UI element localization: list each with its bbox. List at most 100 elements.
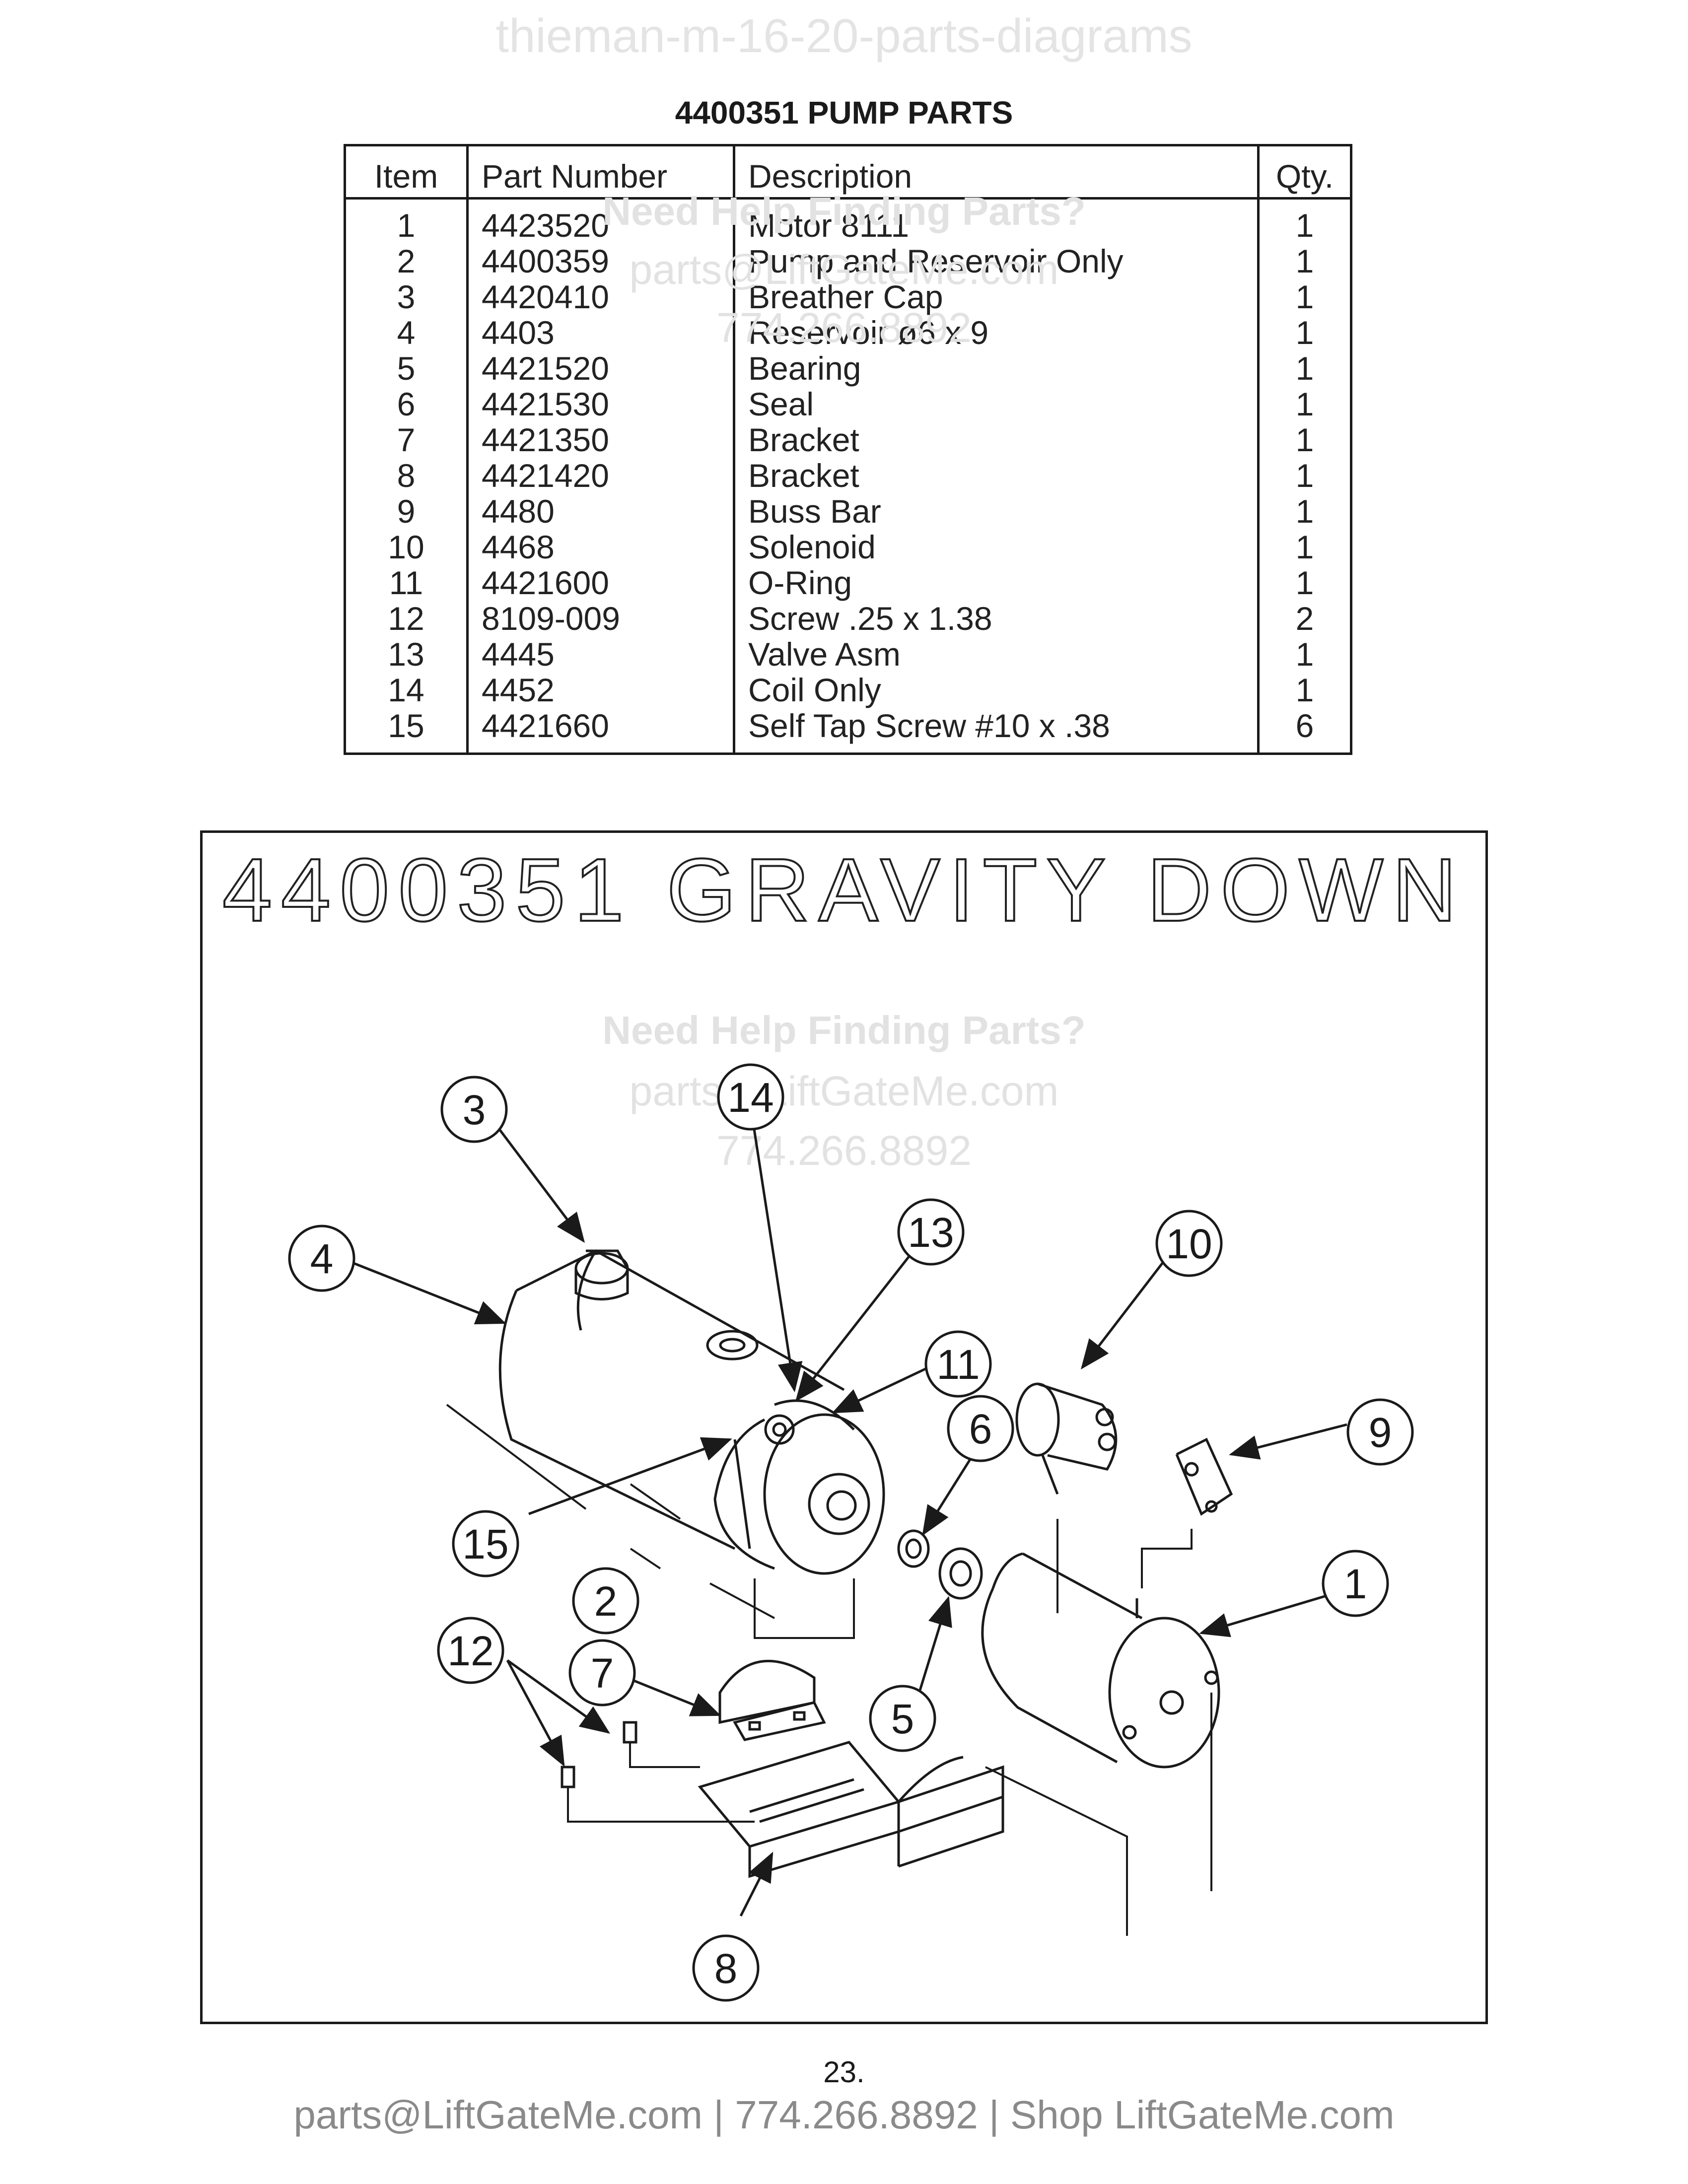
screw-parts	[561, 1721, 637, 1788]
cell-description: Reservoir ø6 x 9	[733, 315, 1260, 350]
callout-5-label: 5	[891, 1696, 914, 1742]
cell-part-number: 4421660	[466, 708, 735, 754]
callout-2: 2	[572, 1567, 639, 1635]
cell-part-number: 4403	[466, 315, 735, 350]
cell-description: Bearing	[733, 350, 1260, 386]
breather-cap-part	[574, 1249, 629, 1300]
callout-10-label: 10	[1166, 1221, 1212, 1267]
assembly-lines	[446, 1404, 1212, 1936]
cell-qty: 1	[1257, 386, 1352, 422]
cell-qty: 2	[1257, 601, 1352, 636]
cell-item: 1	[344, 198, 469, 243]
callout-12-label: 12	[447, 1628, 493, 1674]
cell-description: Pump and Reservoir Only	[733, 243, 1260, 279]
cell-qty: 6	[1257, 708, 1352, 754]
callout-3-label: 3	[463, 1087, 486, 1133]
callout-1: 1	[1322, 1550, 1389, 1617]
cell-description: Screw .25 x 1.38	[733, 601, 1260, 636]
callout-4-label: 4	[310, 1235, 334, 1282]
cell-item: 11	[344, 565, 469, 601]
callout-15: 15	[452, 1510, 519, 1577]
callout-3: 3	[440, 1076, 508, 1143]
cell-qty: 1	[1257, 315, 1352, 350]
cell-qty: 1	[1257, 243, 1352, 279]
buss-bar-part	[1175, 1437, 1233, 1516]
callout-6-label: 6	[969, 1406, 992, 1452]
cell-part-number: 4420410	[466, 279, 735, 315]
callout-7-label: 7	[591, 1650, 614, 1697]
callout-8: 8	[692, 1934, 760, 2002]
cell-part-number: 4400359	[466, 243, 735, 279]
cell-part-number: 4452	[466, 672, 735, 708]
cell-description: Solenoid	[733, 529, 1260, 565]
cell-item: 7	[344, 422, 469, 458]
callout-balloons: 1 2 3 4 5 6 7 8 9 10 11 12 13 14 15	[288, 1063, 1414, 2002]
cell-qty: 1	[1257, 672, 1352, 708]
watermark-phone: 774.266.8892	[716, 304, 972, 351]
cell-qty: 1	[1257, 458, 1352, 493]
callout-15-label: 15	[462, 1521, 508, 1568]
cell-description: Bracket	[733, 458, 1260, 493]
cell-qty: 1	[1257, 565, 1352, 601]
cell-description: Self Tap Screw #10 x .38	[733, 708, 1260, 754]
diagram-title: 4400351 GRAVITY DOWN	[221, 839, 1466, 941]
callout-2-label: 2	[594, 1578, 618, 1625]
cell-item: 13	[344, 636, 469, 672]
callout-13: 13	[897, 1198, 965, 1266]
watermark-header: thieman-m-16-20-parts-diagrams	[495, 9, 1193, 63]
cell-part-number: 4445	[466, 636, 735, 672]
cell-qty: 1	[1257, 493, 1352, 529]
callout-10: 10	[1155, 1210, 1223, 1277]
callout-1-label: 1	[1344, 1561, 1367, 1607]
bracket-large-part	[698, 1741, 1004, 1878]
callout-7: 7	[568, 1639, 636, 1706]
footer-contact: parts@LiftGateMe.com | 774.266.8892 | Sh…	[293, 2093, 1395, 2137]
cell-qty: 1	[1257, 422, 1352, 458]
cell-description: Bracket	[733, 422, 1260, 458]
col-header-part-number: Part Number	[466, 145, 735, 200]
callout-11: 11	[924, 1330, 992, 1398]
cell-qty: 1	[1257, 198, 1352, 243]
cell-part-number: 4480	[466, 493, 735, 529]
cell-item: 6	[344, 386, 469, 422]
cell-part-number: 4421420	[466, 458, 735, 493]
cell-qty: 1	[1257, 279, 1352, 315]
cell-part-number: 8109-009	[466, 601, 735, 636]
seal-part	[897, 1529, 930, 1568]
callout-8-label: 8	[714, 1945, 738, 1992]
callout-4: 4	[288, 1225, 355, 1292]
leader-arrows	[347, 1122, 1347, 1917]
cell-item: 10	[344, 529, 469, 565]
callout-6: 6	[947, 1395, 1014, 1462]
cell-description: Buss Bar	[733, 493, 1260, 529]
cell-part-number: 4421350	[466, 422, 735, 458]
table-header-row: Item Part Number Description Qty.	[344, 145, 1352, 200]
cell-item: 12	[344, 601, 469, 636]
col-header-description: Description	[733, 145, 1260, 200]
callout-14-label: 14	[727, 1074, 774, 1121]
cell-item: 3	[344, 279, 469, 315]
callout-14: 14	[717, 1063, 784, 1131]
cell-item: 2	[344, 243, 469, 279]
cell-item: 8	[344, 458, 469, 493]
cell-description: O-Ring	[733, 565, 1260, 601]
cell-description: Motor 8111	[733, 198, 1260, 243]
cell-item: 5	[344, 350, 469, 386]
diagram-watermark-email: parts@LiftGateMe.com	[629, 1068, 1059, 1114]
bearing-part	[938, 1547, 983, 1600]
page-number: 23.	[823, 2055, 865, 2089]
